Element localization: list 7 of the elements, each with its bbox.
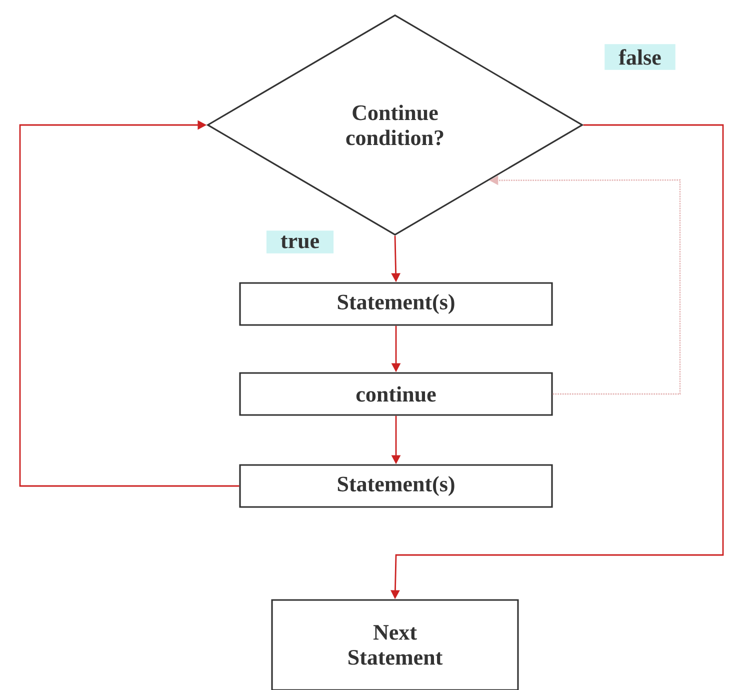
edge-label: false xyxy=(604,44,676,70)
arrow xyxy=(19,120,240,487)
process-box: Statement(s) xyxy=(239,282,553,326)
process-box: Statement(s) xyxy=(239,464,553,508)
process-box: continue xyxy=(239,372,553,416)
process-box: Next Statement xyxy=(271,599,519,690)
edge-label: true xyxy=(266,230,334,254)
